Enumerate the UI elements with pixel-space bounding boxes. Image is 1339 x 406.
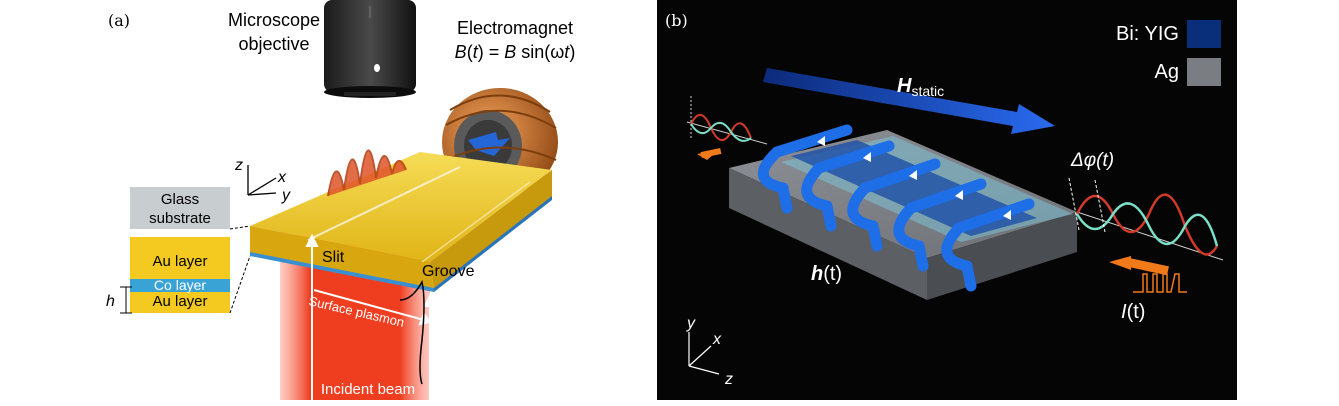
slit-label: Slit	[322, 249, 345, 266]
h-t-label: h(t)	[811, 263, 842, 285]
legend-ag-swatch	[1187, 58, 1221, 86]
h-static-arrow	[763, 68, 1055, 134]
au-bottom-label: Au layer	[152, 293, 207, 310]
panel-b-label: (b)	[665, 11, 688, 30]
eq-b2: B	[504, 42, 516, 62]
panel-b-diagram: (b) Bi: YIG Ag Hstatic	[665, 11, 1224, 388]
panel-a-diagram: z x y Glass substrate Au layer Co layer …	[106, 0, 576, 400]
panel-a: z x y Glass substrate Au layer Co layer …	[100, 0, 648, 400]
eq-sin: sin(ω	[516, 42, 564, 62]
i-t-label: I(t)	[1121, 301, 1145, 323]
au-bottom-layer-box	[130, 292, 230, 313]
pulse-train	[1133, 273, 1187, 293]
glass-label-1: Glass	[161, 191, 199, 208]
microscope-label-2: objective	[238, 34, 309, 54]
axis-z-label-b: z	[724, 371, 733, 388]
microscope-label-1: Microscope	[228, 10, 320, 30]
beam-arrows	[305, 233, 437, 400]
incident-beam-label: Incident beam	[321, 381, 415, 398]
legend: Bi: YIG Ag	[1116, 20, 1221, 86]
groove-label: Groove	[422, 263, 475, 280]
panel-b: (b) Bi: YIG Ag Hstatic	[657, 0, 1237, 400]
i-t-argument: (t)	[1127, 301, 1146, 323]
h-t-bands	[757, 124, 1035, 292]
eq-open: (	[467, 42, 473, 62]
delta-phi-label: Δφ(t)	[1070, 150, 1114, 171]
eq-t: t	[473, 42, 479, 62]
plasmon-profile-curve	[399, 279, 425, 385]
h-static-label: Hstatic	[897, 75, 944, 99]
legend-ag-label: Ag	[1155, 61, 1179, 83]
axes-a	[247, 165, 277, 196]
connector-bottom	[229, 255, 251, 314]
sample-slab	[250, 152, 552, 292]
axis-x-label: x	[277, 169, 287, 186]
i-t-symbol: I	[1121, 301, 1127, 323]
h-t-symbol: h	[811, 263, 823, 285]
au-top-layer-box	[130, 237, 230, 279]
h-t-argument: (t)	[823, 263, 842, 285]
axis-y-label-b: y	[686, 315, 696, 332]
plasmon-waves	[327, 149, 407, 197]
axes-b	[688, 332, 720, 375]
axis-y-label: y	[281, 187, 291, 204]
legend-biyig-label: Bi: YIG	[1116, 23, 1179, 45]
panel-a-label: (a)	[108, 11, 130, 30]
eq-b: B	[455, 42, 467, 62]
axis-x-label-b: x	[712, 331, 722, 348]
eq-t2: t	[564, 42, 570, 62]
eq-close: ) =	[478, 42, 505, 62]
au-top-label: Au layer	[152, 253, 207, 270]
h-label: h	[106, 293, 115, 310]
electromagnet-equation: B(t) = B sin(ωt)	[455, 42, 576, 62]
right-spin-wave	[1068, 177, 1224, 261]
glass-layer-box	[130, 187, 230, 229]
h-static-subscript: static	[911, 83, 944, 99]
electromagnet-label: Electromagnet	[457, 18, 573, 38]
microscope-objective	[324, 0, 416, 98]
connector-top	[229, 225, 251, 230]
left-orange-arrow-tail	[700, 147, 722, 159]
h-static-symbol: H	[897, 75, 912, 97]
right-orange-arrow	[1109, 256, 1169, 276]
co-layer-box	[130, 279, 230, 292]
eq-end: )	[569, 42, 575, 62]
left-spin-wave	[686, 96, 768, 145]
glass-label-2: substrate	[149, 210, 211, 227]
legend-biyig-swatch	[1187, 20, 1221, 48]
h-t-band-arrows	[817, 136, 1011, 220]
axis-z-label: z	[234, 157, 243, 174]
h-dimension	[120, 286, 132, 314]
co-label: Co layer	[154, 277, 206, 293]
